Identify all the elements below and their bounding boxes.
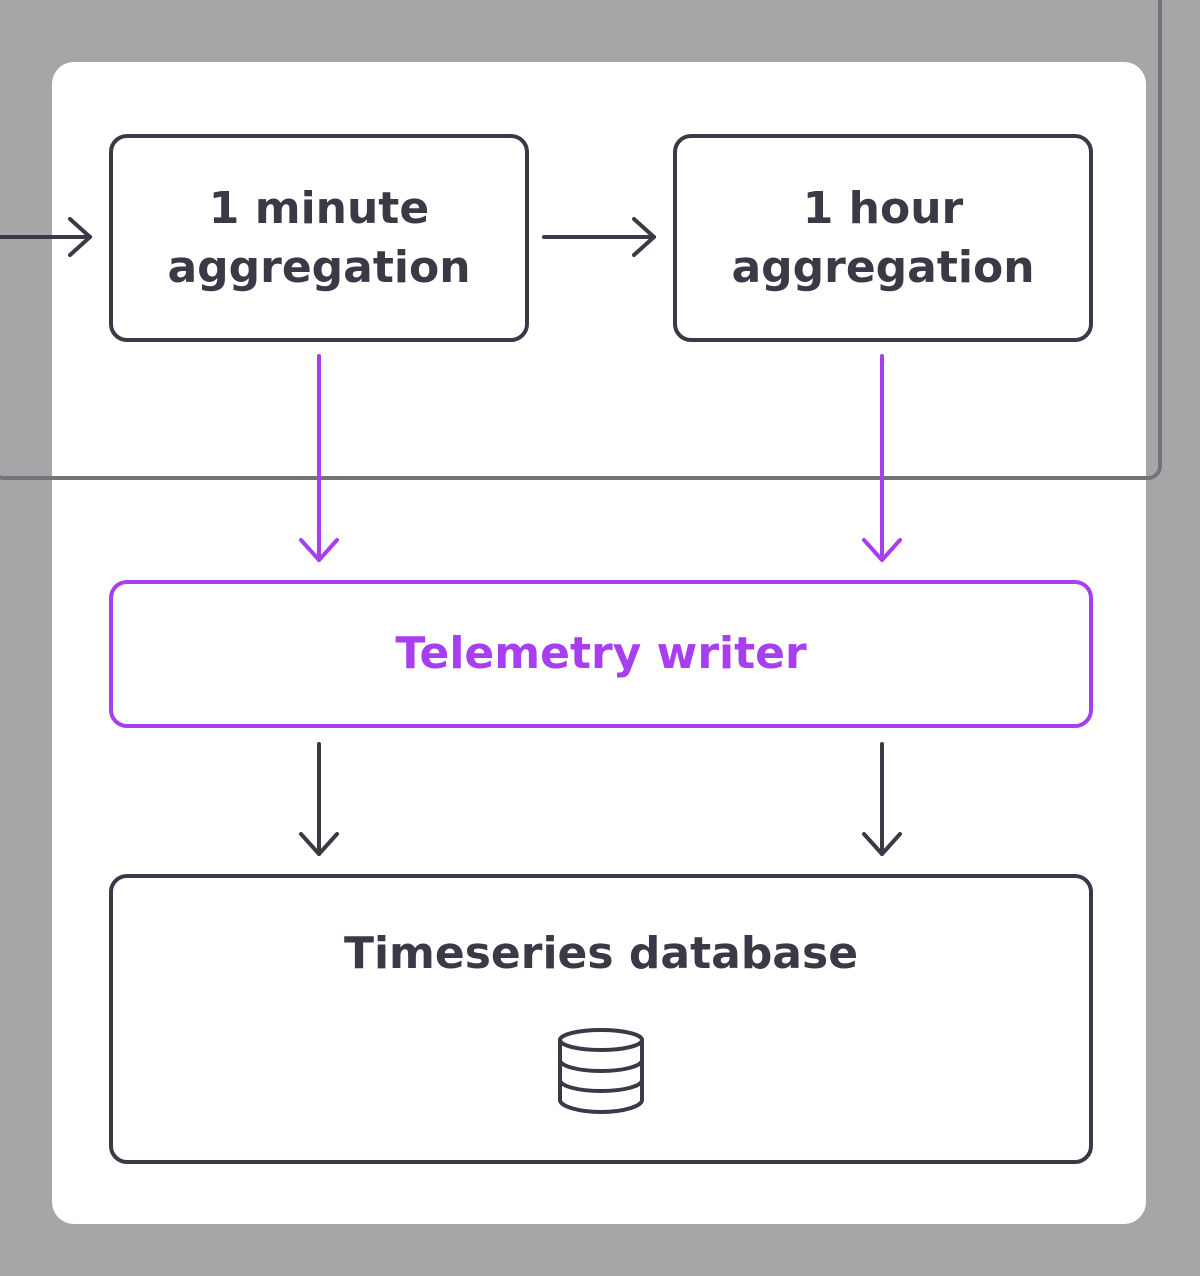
- database-icon: [558, 1028, 644, 1114]
- telemetry-writer-node: Telemetry writer: [109, 580, 1093, 728]
- arrow-writer-to-db-left: [299, 742, 339, 856]
- arrow-minute-to-writer: [299, 354, 339, 562]
- incoming-arrow: [0, 217, 92, 257]
- hour-aggregation-label: 1 hour aggregation: [731, 182, 1035, 293]
- hour-aggregation-node: 1 hour aggregation: [673, 134, 1093, 342]
- telemetry-writer-label: Telemetry writer: [395, 628, 807, 680]
- arrow-hour-to-writer: [862, 354, 902, 562]
- timeseries-database-node: Timeseries database: [109, 874, 1093, 1164]
- arrow-writer-to-db-right: [862, 742, 902, 856]
- timeseries-database-label: Timeseries database: [343, 928, 859, 979]
- minute-aggregation-label: 1 minute aggregation: [167, 182, 471, 293]
- minute-aggregation-node: 1 minute aggregation: [109, 134, 529, 342]
- arrow-minute-to-hour: [542, 217, 656, 257]
